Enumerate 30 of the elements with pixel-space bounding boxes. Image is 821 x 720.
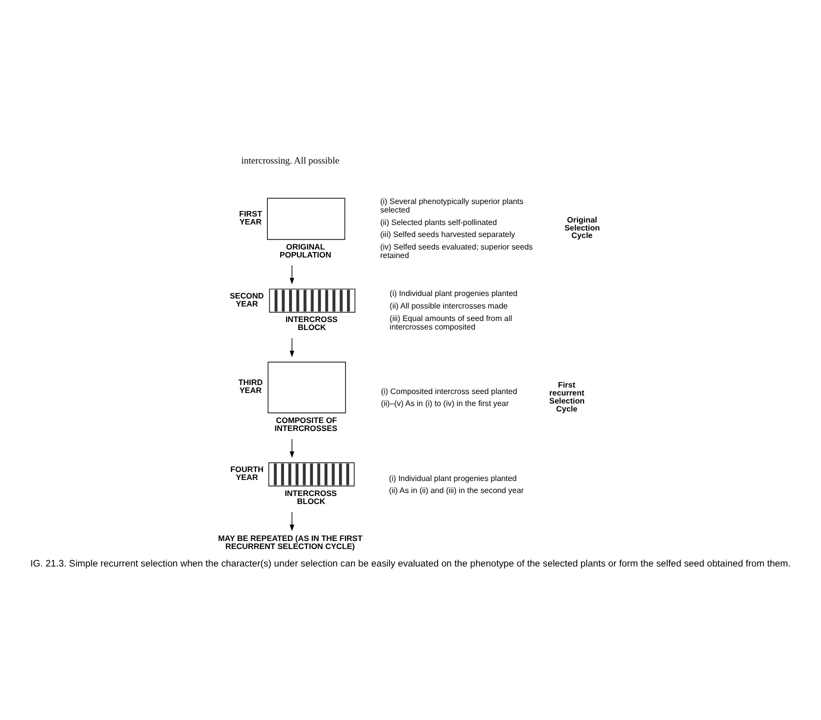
node-label: FOURTH YEAR xyxy=(230,465,264,482)
label: intercrossing. All possible xyxy=(241,156,340,166)
node-label: SECOND YEAR xyxy=(230,291,264,308)
arrow xyxy=(290,512,294,532)
node-label: THIRD YEAR xyxy=(238,378,263,396)
label: (i) Composited intercross seed planted xyxy=(381,386,518,396)
label: Original Selection Cycle xyxy=(564,215,600,240)
node-box xyxy=(266,198,346,240)
label: (iii) Equal amounts of seed from all intercrosses composited xyxy=(390,314,512,332)
label: (i) Individual plant progenies planted xyxy=(390,289,518,298)
arrow xyxy=(290,264,294,284)
label: (i) Individual plant progenies planted xyxy=(388,474,517,483)
label: (ii) As in (ii) and (iii) in the second year xyxy=(388,486,524,496)
node-box xyxy=(268,362,346,414)
node-label: FIRST YEAR xyxy=(239,210,262,226)
node-text: MAY BE REPEATED (AS IN THE FIRST RECURRENT SELECTION CYCLE) xyxy=(218,534,362,551)
node-label: INTERCROSS BLOCK xyxy=(284,488,337,506)
label: (ii) All possible intercrosses made xyxy=(390,301,508,310)
label: First recurrent Selection Cycle xyxy=(549,380,585,414)
arrow xyxy=(290,438,294,458)
node-label: INTERCROSS BLOCK xyxy=(285,315,338,332)
label: (ii) Selected plants self-pollinated xyxy=(380,218,497,227)
caption: IG. 21.3. Simple recurrent selection when the character(s) under selection can be easily evaluated on the phenotype of the selected plants or form the selfed seed obtained from them. xyxy=(30,558,791,569)
arrow xyxy=(290,338,294,358)
label: (i) Several phenotypically superior plants selected xyxy=(380,196,524,215)
node-label: ORIGINAL POPULATION xyxy=(280,242,332,260)
label: (iii) Selfed seeds harvested separately xyxy=(380,230,516,240)
node-label: COMPOSITE OF INTERCROSSES xyxy=(274,416,338,433)
label: (ii)–(v) As in (i) to (iv) in the first year xyxy=(381,399,509,408)
label: (iv) Selfed seeds evaluated; superior seeds retained xyxy=(380,242,533,260)
